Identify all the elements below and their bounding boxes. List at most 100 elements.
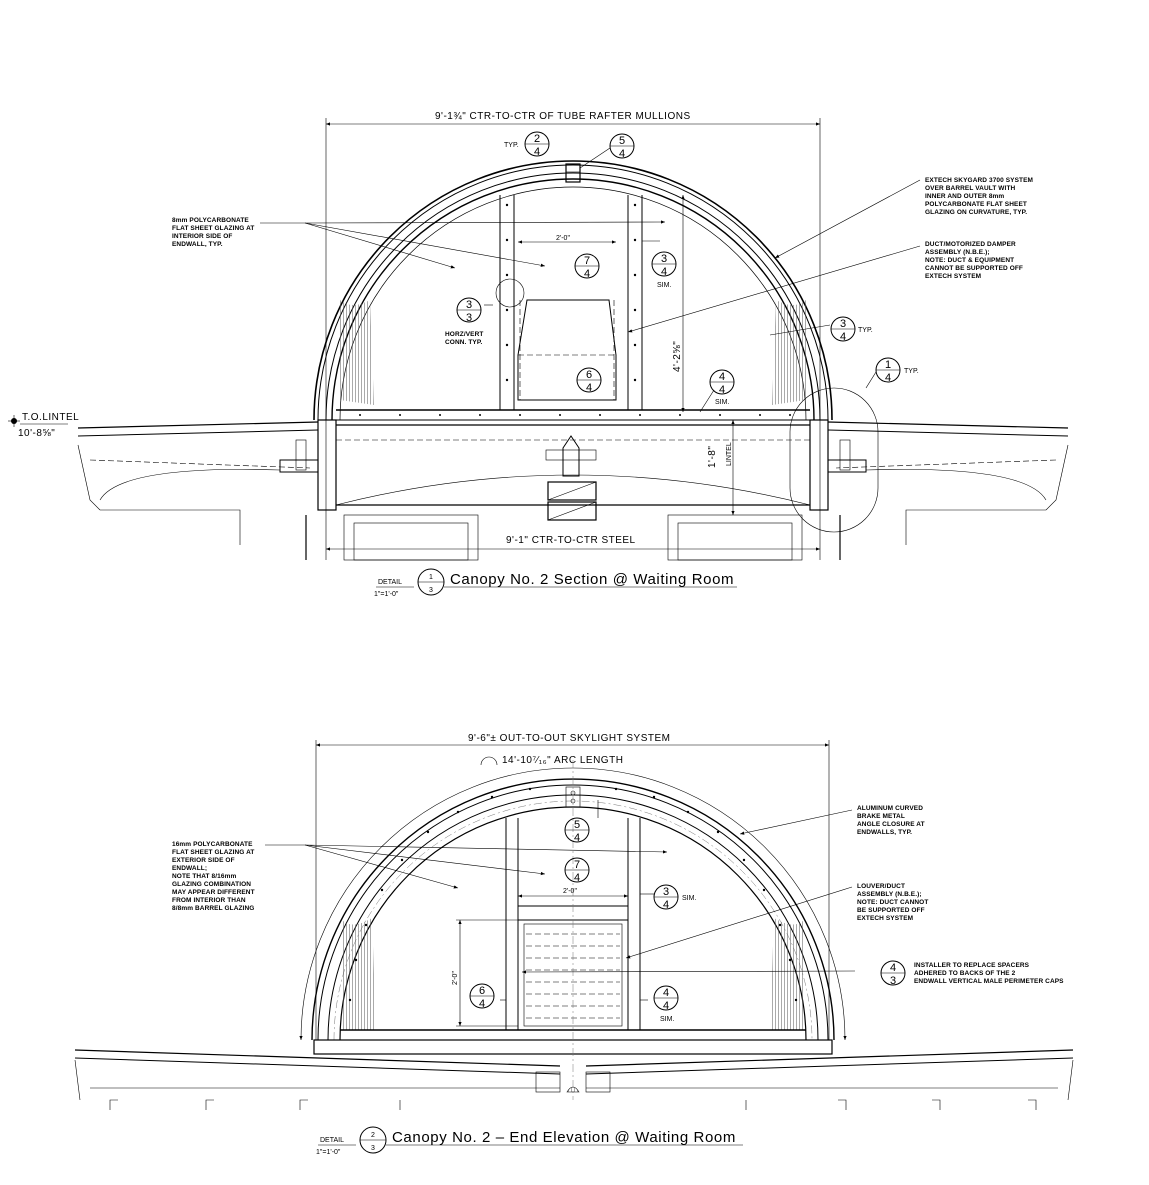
svg-text:4: 4 — [840, 331, 846, 343]
scale-1: 1"=1'-0" — [374, 591, 399, 598]
detail-number-2: 2 — [371, 1132, 375, 1139]
detail-1-title-block: DETAIL 1"=1'-0" 1 3 Canopy No. 2 Section… — [374, 568, 737, 598]
detail-2-elevation: 9'-6"± OUT-TO-OUT SKYLIGHT SYSTEM 14'-10… — [74, 733, 1074, 1156]
dim-opening-text-2: 2'-0" — [563, 888, 577, 895]
svg-text:4: 4 — [619, 148, 625, 160]
bubble-5-4: 5 4 — [609, 133, 635, 160]
bubble-3-4-sim-b: 3 4 SIM. — [653, 884, 696, 911]
svg-text:4: 4 — [885, 372, 891, 384]
bubble-7-4-b: 7 4 — [564, 857, 590, 884]
bubble-3-4-typ: 3 4 TYP. — [830, 316, 873, 343]
svg-text:7: 7 — [584, 255, 590, 267]
svg-text:4: 4 — [890, 962, 896, 974]
svg-text:SIM.: SIM. — [682, 895, 696, 902]
dim-top-text: 9'-1¾" CTR-TO-CTR OF TUBE RAFTER MULLION… — [435, 111, 691, 122]
note-duct-damper: DUCT/MOTORIZED DAMPER ASSEMBLY (N.B.E.);… — [925, 241, 1025, 280]
svg-text:2: 2 — [534, 133, 540, 145]
endwall-glazing-right-2 — [770, 918, 804, 1030]
detail-word-1: DETAIL — [378, 579, 402, 586]
dim-height-text: 4'-2⅝" — [672, 341, 683, 372]
leaders-1 — [260, 147, 921, 413]
leaders-2 — [265, 800, 856, 1001]
svg-text:4: 4 — [663, 899, 669, 911]
endwall-glazing-left — [340, 300, 374, 405]
svg-text:1: 1 — [885, 359, 891, 371]
svg-text:3: 3 — [661, 253, 667, 265]
detail-word-2: DETAIL — [320, 1137, 344, 1144]
duct-frame: 2'-0" — [499, 195, 643, 410]
bubble-3-4-sim: 3 4 SIM. — [651, 251, 677, 289]
note-16mm-polycarbonate: 16mm POLYCARBONATE FLAT SHEET GLAZING AT… — [172, 841, 257, 912]
bubble-6-4-b: 6 4 — [469, 983, 495, 1010]
dim-arc-text: 14'-10⁷⁄₁₆" ARC LENGTH — [502, 755, 623, 766]
note-aluminum-closure: ALUMINUM CURVED BRAKE METAL ANGLE CLOSUR… — [857, 805, 927, 836]
detail-2-title: Canopy No. 2 – End Elevation @ Waiting R… — [392, 1129, 736, 1146]
svg-text:4: 4 — [574, 872, 580, 884]
svg-text:SIM.: SIM. — [715, 399, 729, 406]
dim-lintel-text: 1'-8" — [707, 446, 718, 468]
side-roof-right — [566, 1049, 1074, 1110]
svg-text:4: 4 — [574, 832, 580, 844]
note-8mm-polycarbonate: 8mm POLYCARBONATE FLAT SHEET GLAZING AT … — [172, 217, 256, 248]
svg-text:4: 4 — [479, 998, 485, 1010]
detail-number-1: 1 — [429, 574, 433, 581]
svg-text:3: 3 — [466, 312, 472, 324]
lintel-elevation: 10'-8⅝" — [18, 428, 55, 439]
side-canopy-right — [789, 387, 1069, 545]
bubble-4-3-b: 4 3 — [880, 960, 906, 987]
svg-text:3: 3 — [890, 975, 896, 987]
ridge-cap — [565, 163, 581, 183]
svg-text:4: 4 — [584, 268, 590, 280]
svg-text:4: 4 — [663, 987, 669, 999]
svg-text:4: 4 — [586, 382, 592, 394]
dim-height-text-2: 2'-0" — [452, 971, 459, 985]
svg-text:4: 4 — [534, 146, 540, 158]
dim-opening-text: 2'-0" — [556, 235, 570, 242]
dim-steel-text: 9'-1" CTR-TO-CTR STEEL — [506, 535, 636, 546]
barrel-vault — [313, 160, 833, 421]
svg-text:TYP.: TYP. — [858, 327, 873, 334]
svg-text:4: 4 — [719, 371, 725, 383]
lintel-word: LINTEL — [726, 442, 733, 466]
detail-sheet-1: 3 — [429, 587, 433, 594]
svg-text:SIM.: SIM. — [660, 1016, 674, 1023]
note-installer-spacers: INSTALLER TO REPLACE SPACERS ADHERED TO … — [914, 962, 1064, 985]
detail-1-section: 9'-1¾" CTR-TO-CTR OF TUBE RAFTER MULLION… — [8, 111, 1069, 598]
lintel-marker: T.O.LINTEL 10'-8⅝" — [8, 412, 79, 439]
bubble-6-4: 6 4 — [576, 367, 602, 394]
vertical-dims: 4'-2⅝" 1'-8" LINTEL — [672, 195, 735, 515]
detail-1-title: Canopy No. 2 Section @ Waiting Room — [450, 571, 734, 588]
svg-text:3: 3 — [840, 318, 846, 330]
svg-text:6: 6 — [479, 985, 485, 997]
damper-assembly — [545, 435, 597, 521]
svg-text:7: 7 — [574, 859, 580, 871]
lintel-label: T.O.LINTEL — [22, 412, 79, 423]
detail-callout-enclosure — [789, 387, 879, 533]
detail-2-title-block: DETAIL 1"=1'-0" 2 3 Canopy No. 2 – End E… — [316, 1126, 743, 1156]
svg-text:4: 4 — [661, 266, 667, 278]
scale-2: 1"=1'-0" — [316, 1149, 341, 1156]
bubble-1-4-typ: 1 4 TYP. — [875, 357, 919, 384]
bubble-5-4-b: 5 4 — [564, 817, 590, 844]
bubble-4-4-sim: 4 4 SIM. — [709, 369, 735, 406]
barrel-vault-elevation — [299, 767, 847, 1041]
bubble-2-4: 2 4 TYP. — [504, 131, 550, 158]
bubble-3-3: 3 3 — [456, 297, 482, 324]
note-louver-duct: LOUVER/DUCT ASSEMBLY (N.B.E.); NOTE: DUC… — [857, 883, 930, 922]
bubble-7-4: 7 4 — [574, 253, 600, 280]
svg-text:SIM.: SIM. — [657, 282, 671, 289]
svg-text:4: 4 — [719, 384, 725, 396]
note-conn-typ: HORZ/VERT CONN. TYP. — [445, 331, 485, 346]
detail-sheet-2: 3 — [371, 1145, 375, 1152]
dim-top-text-2: 9'-6"± OUT-TO-OUT SKYLIGHT SYSTEM — [468, 733, 670, 744]
endwall-glazing-left-2 — [342, 918, 376, 1030]
svg-text:3: 3 — [466, 299, 472, 311]
note-skygard-system: EXTECH SKYGARD 3700 SYSTEM OVER BARREL V… — [925, 177, 1035, 216]
endwall-glazing-right — [772, 300, 806, 405]
svg-text:TYP.: TYP. — [904, 368, 919, 375]
svg-text:5: 5 — [574, 819, 580, 831]
side-canopy-left — [77, 421, 319, 545]
svg-text:4: 4 — [663, 1000, 669, 1012]
conn-detail-circle — [495, 278, 525, 308]
